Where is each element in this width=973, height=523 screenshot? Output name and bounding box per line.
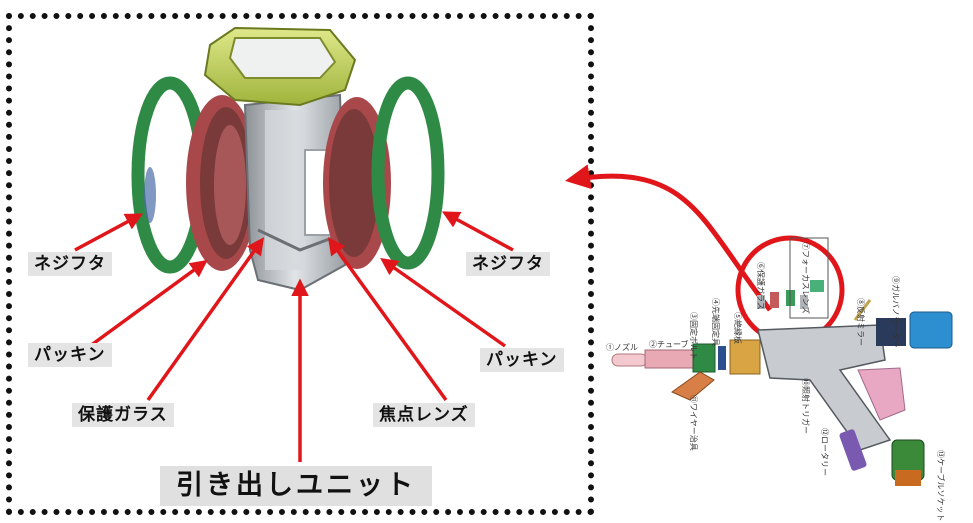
assembly-exploded-view — [131, 26, 445, 292]
cap-p5: ⑤絶縁板 — [733, 312, 743, 344]
arrow-focus-lens — [327, 237, 448, 402]
cap-p11: ⑪ワイヤー治具 — [689, 395, 699, 451]
cap-p12: ⑫ロータリー — [820, 428, 829, 476]
cap-p7: ⑦フォーカスレンズ — [801, 242, 811, 314]
label-neji-futa-left: ネジフタ — [28, 252, 112, 276]
full-device-overview — [611, 237, 953, 486]
arrow-packing-left — [88, 259, 208, 348]
arrow-neji-futa-left — [74, 213, 144, 252]
cap-p10: ⑩照射トリガー — [801, 378, 811, 434]
cap-p6: ⑥保護ガラス — [756, 262, 766, 310]
arrow-neji-futa-right — [441, 211, 514, 252]
label-protective-glass: 保護ガラス — [72, 403, 174, 427]
part-captions: ①ノズル ②チューブ ③固定ボルト ④先端固定具 ⑤絶縁板 ⑥保護ガラス ⑦フォ… — [606, 242, 946, 522]
right-screw-cap — [371, 76, 445, 270]
cap-p13: ⑬ケーブルソケット — [936, 450, 946, 522]
cap-p8: ⑧反射ミラー — [856, 298, 866, 346]
cap-p3: ③固定ボルト — [689, 312, 699, 360]
cap-p4: ④先端固定具 — [711, 298, 721, 346]
arrow-protective-glass — [146, 237, 265, 402]
drawer-unit-body — [203, 26, 357, 292]
zoom-link-arrow — [565, 164, 772, 312]
label-packing-right: パッキン — [480, 348, 564, 372]
label-packing-left: パッキン — [28, 343, 112, 367]
label-neji-futa-right: ネジフタ — [466, 252, 550, 276]
zoom-frame — [6, 13, 594, 515]
cap-p2: ②チューブ — [649, 339, 689, 349]
label-drawer-unit: 引き出しユニット — [160, 466, 432, 506]
callout-arrows — [74, 211, 514, 462]
cap-p1: ①ノズル — [606, 342, 638, 352]
label-focus-lens: 焦点レンズ — [373, 403, 475, 427]
arrow-packing-right — [380, 257, 507, 348]
cap-p9: ⑨ガルバノモーター — [891, 276, 901, 348]
